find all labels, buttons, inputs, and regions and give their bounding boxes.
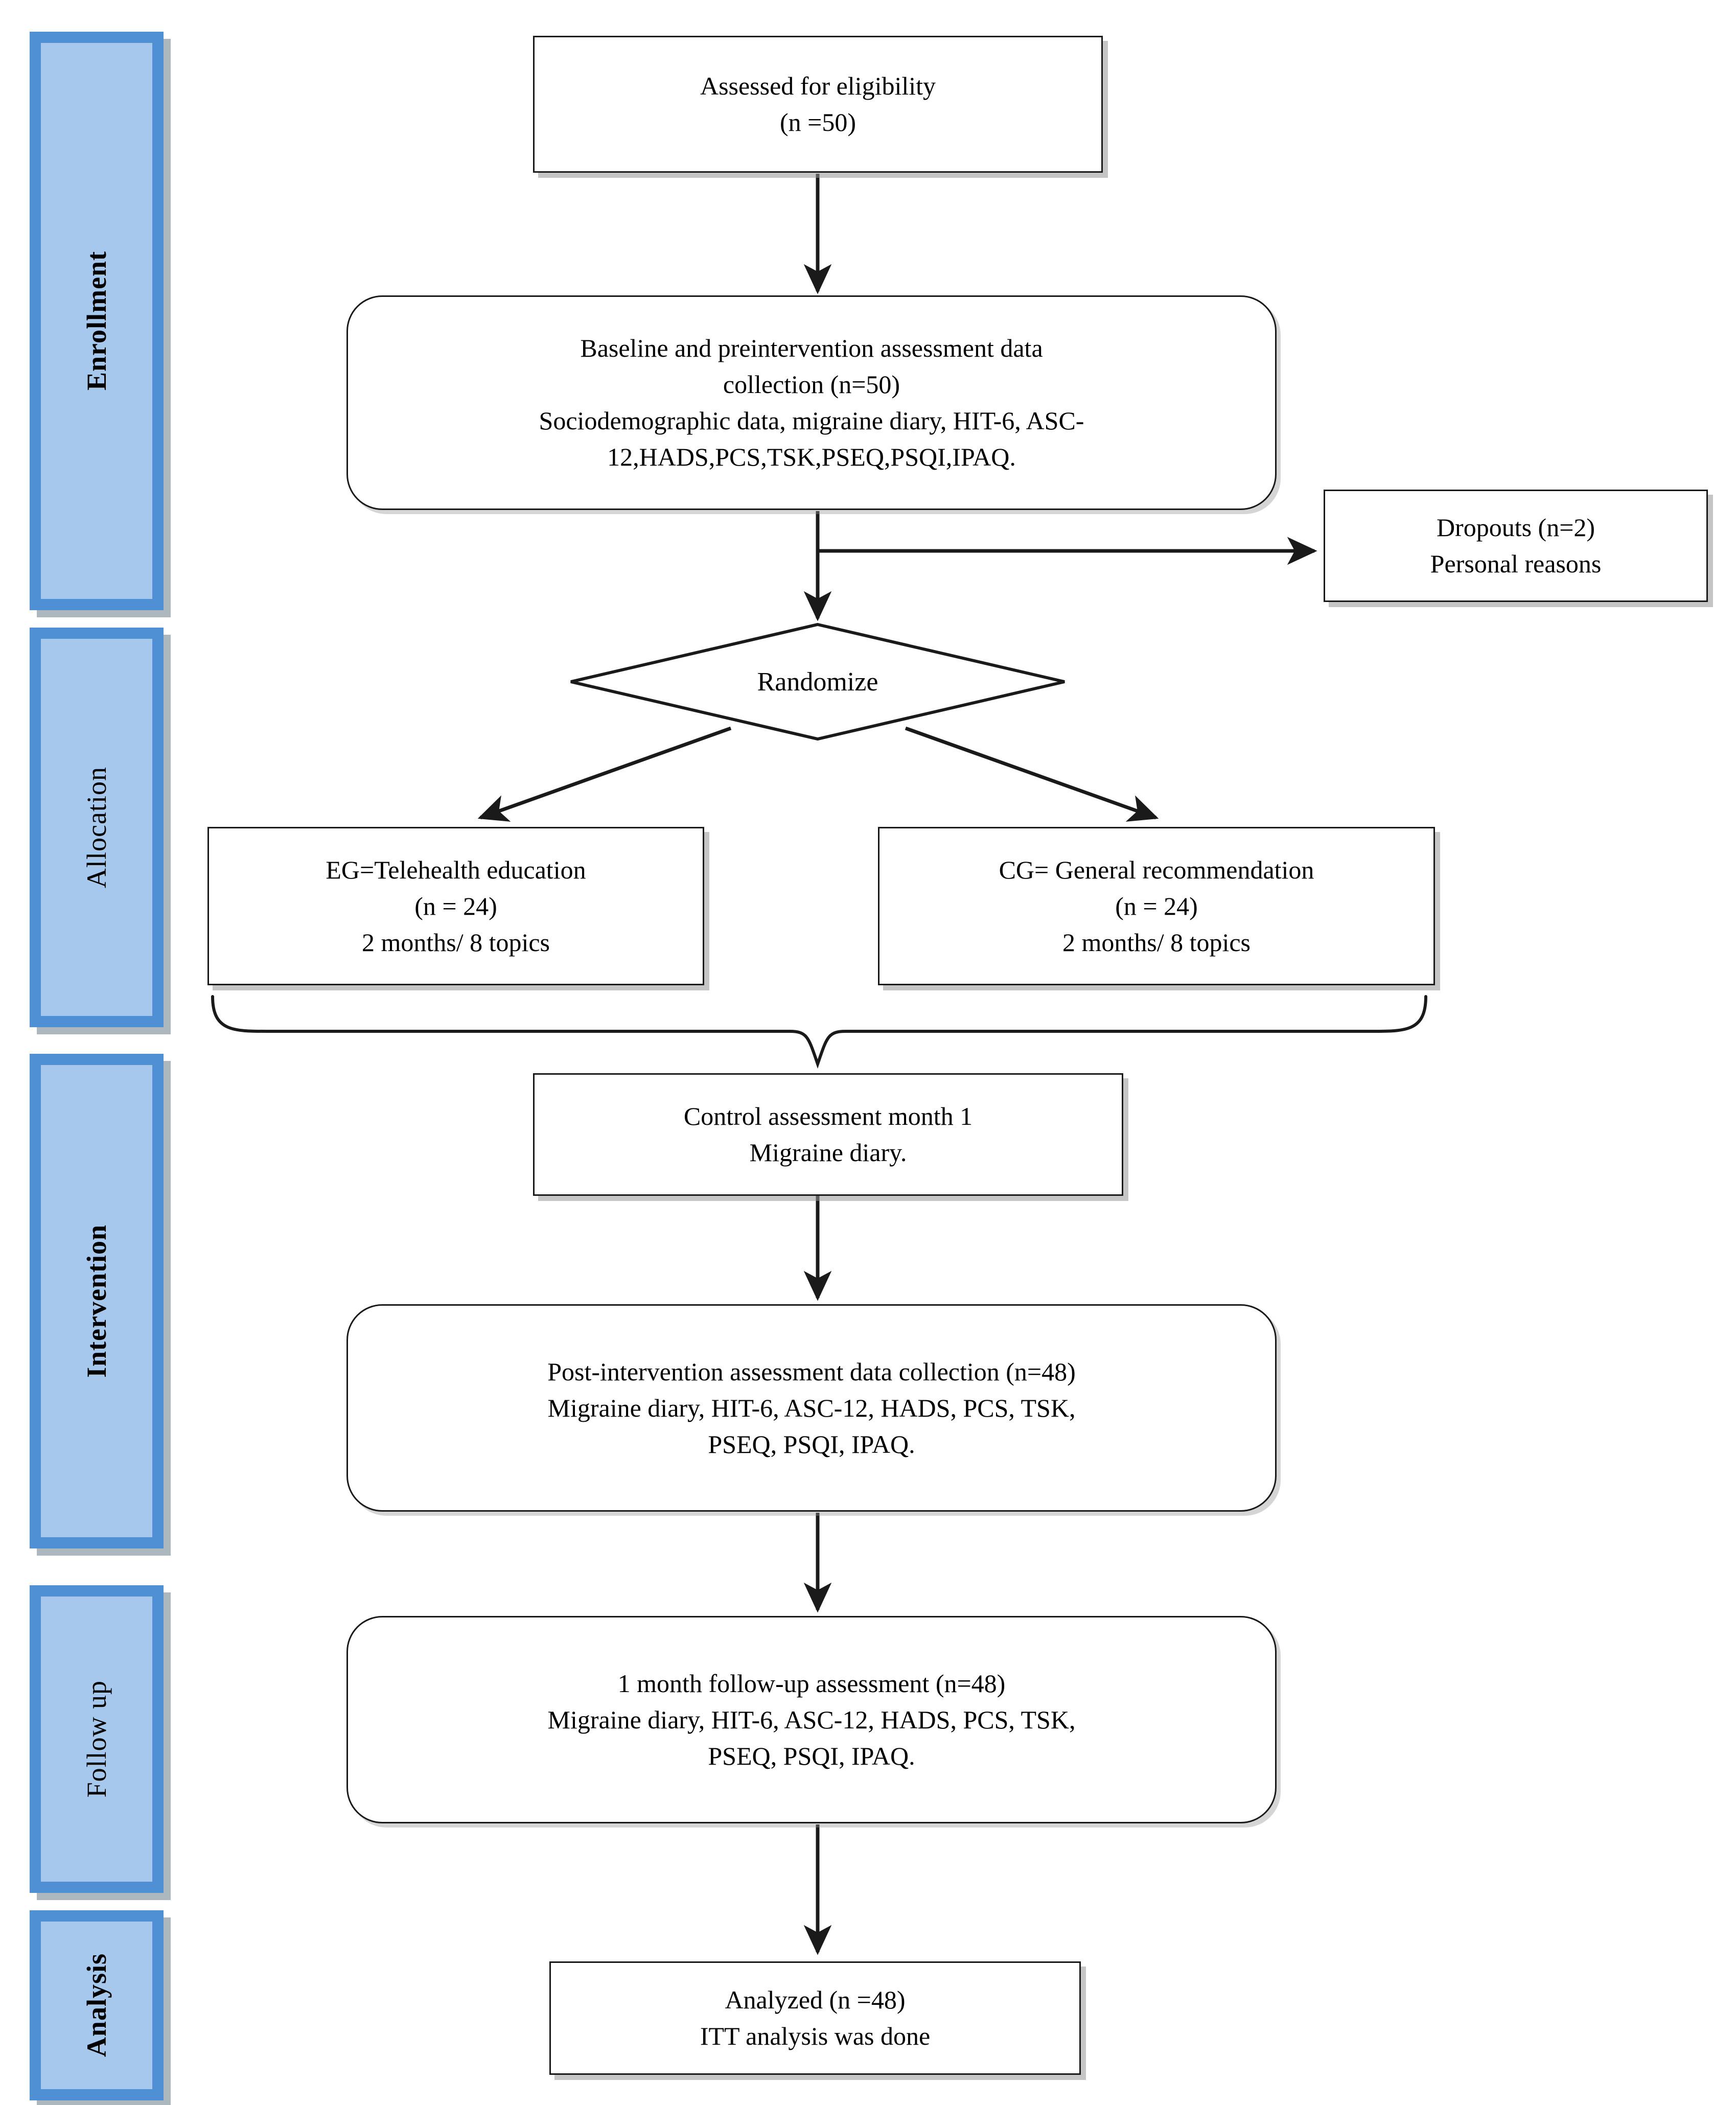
node-control-group: CG= General recommendation (n = 24) 2 mo… [878, 827, 1435, 985]
node-assessed-for-eligibility-text: Assessed for eligibility (n =50) [700, 72, 936, 136]
edge-randomize-to-control [905, 726, 1159, 822]
stage-panel-allocation: Allocation [30, 628, 164, 1027]
node-randomize-text: Randomize [757, 667, 878, 697]
node-followup-assessment: 1 month follow-up assessment (n=48) Migr… [346, 1616, 1277, 1823]
stage-label-enrollment: Enrollment [81, 251, 112, 391]
stage-panel-followup: Follow up [30, 1585, 164, 1893]
node-assessed-for-eligibility: Assessed for eligibility (n =50) [533, 36, 1103, 173]
node-control-assessment: Control assessment month 1 Migraine diar… [533, 1073, 1123, 1196]
node-experimental-group: EG=Telehealth education (n = 24) 2 month… [207, 827, 704, 985]
node-experimental-group-text: EG=Telehealth education (n = 24) 2 month… [326, 855, 586, 957]
edge-randomize-to-experimental [477, 726, 732, 822]
stage-label-intervention: Intervention [81, 1224, 112, 1378]
node-post-intervention-assessment: Post-intervention assessment data collec… [346, 1304, 1277, 1512]
node-baseline-assessment-text: Baseline and preintervention assessment … [539, 334, 1084, 471]
node-analyzed: Analyzed (n =48) ITT analysis was done [549, 1961, 1081, 2075]
stage-panel-enrollment: Enrollment [30, 32, 164, 610]
node-dropouts: Dropouts (n=2) Personal reasons [1324, 490, 1708, 602]
node-control-assessment-text: Control assessment month 1 Migraine diar… [683, 1102, 973, 1167]
stage-label-allocation: Allocation [81, 767, 112, 888]
node-baseline-assessment: Baseline and preintervention assessment … [346, 295, 1277, 510]
node-analyzed-text: Analyzed (n =48) ITT analysis was done [700, 1985, 931, 2050]
node-post-intervention-assessment-text: Post-intervention assessment data collec… [547, 1357, 1076, 1459]
node-randomize: Randomize [569, 622, 1067, 741]
node-followup-assessment-text: 1 month follow-up assessment (n=48) Migr… [547, 1669, 1076, 1770]
node-dropouts-text: Dropouts (n=2) Personal reasons [1430, 513, 1602, 578]
diamond-shape [570, 622, 1065, 741]
edge-brace-groups-to-control-assessment [211, 995, 1427, 1069]
node-control-group-text: CG= General recommendation (n = 24) 2 mo… [999, 855, 1314, 957]
stage-label-analysis: Analysis [81, 1953, 112, 2057]
stage-label-followup: Follow up [81, 1680, 112, 1798]
stage-panel-analysis: Analysis [30, 1910, 164, 2100]
stage-panel-intervention: Intervention [30, 1054, 164, 1548]
